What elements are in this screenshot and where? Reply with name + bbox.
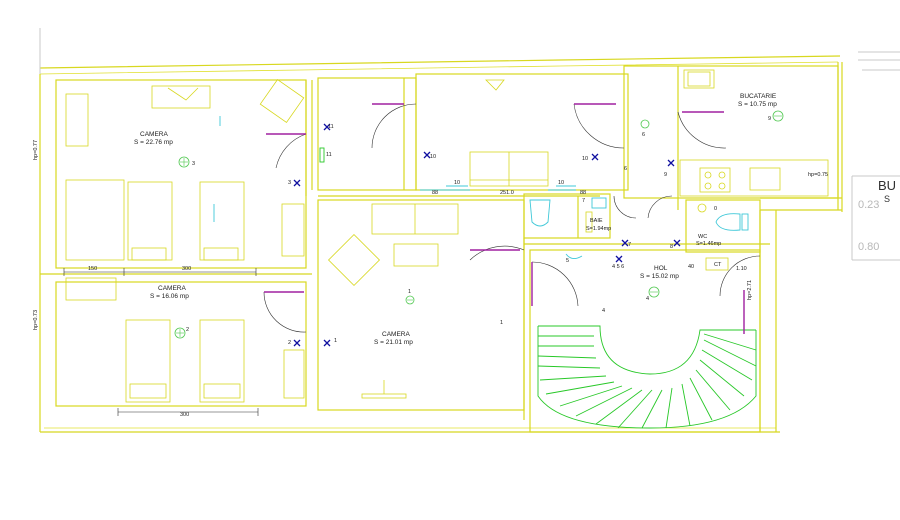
circuit-number: 3 [288,180,291,186]
room-area-bedroom-2: S = 16.06 mp [150,293,189,300]
lamp-icon [174,327,186,339]
room-name-hall: HOL [654,265,668,272]
dimension-text: hp=0.73 [33,310,39,330]
adjacent-labels: BU S 0.23 0.80 [858,178,896,253]
light-switches [293,123,681,347]
circuit-number: 9 [664,172,667,178]
lamp-icon [648,286,660,298]
room-area-wc: S=1.46mp [696,241,721,247]
dimension-labels: 150 300 300 88 251.0 88 10 10 40 CT 1.10… [33,140,828,418]
circuit-number: 1 [500,320,503,326]
circuit-number: 7 [582,198,585,204]
room-name-bedroom-1: CAMERA [140,131,168,138]
circuit-numbers: 3 2 1 6 9 4 11 11 10 10 3 2 1 1 4 7 4 5 … [186,116,771,346]
switch-icon [293,339,301,347]
lamp-icon [772,110,784,122]
room-name-wc: WC [698,234,707,240]
dimension-text: 88 [432,190,438,196]
dimension-text: hp=0.75 [808,172,828,178]
room-labels: CAMERA S = 22.76 mp CAMERA S = 16.06 mp … [134,93,777,346]
circuit-number: 5 [566,258,569,264]
dimension-text: 300 [180,412,189,418]
circuit-number: 4 [602,308,605,314]
room-area-hall: S = 15.02 mp [640,273,679,280]
circuit-number: 0 [714,206,717,212]
dimension-text: hp=0.77 [33,140,39,160]
circuit-number: 7 [628,242,631,248]
room-name-bath: BAIE [590,218,603,224]
switch-icon [667,159,675,167]
circuit-number: 3 [192,161,195,167]
door-thresholds [264,103,745,334]
dimension-text: 40 [688,264,694,270]
window-marks [213,116,576,222]
switch-icon [423,151,431,159]
room-area-bedroom-1: S = 22.76 mp [134,139,173,146]
furniture [65,69,829,429]
circuit-number: 11 [326,152,332,158]
dimension-text: 300 [182,266,191,272]
circuit-number: 6 [624,166,627,172]
interior-walls [40,65,839,433]
switch-icon [323,339,331,347]
lamp-icon [178,156,190,168]
dimension-text: 1.10 [736,266,747,272]
switch-icon [621,239,629,247]
exterior-walls [39,28,843,433]
circuit-number: 8 [670,244,673,250]
circuit-number: 10 [582,156,588,162]
adjacent-dimension: 0.80 [858,241,879,253]
dimension-text: 10 [558,180,564,186]
circuit-number: 10 [430,154,436,160]
switch-icon [323,123,331,131]
lamp-icon [640,119,650,129]
room-area-living: S = 21.01 mp [374,339,413,346]
dimension-lines [63,268,259,416]
lamp-icon [405,295,415,305]
dimension-text: 10 [454,180,460,186]
switch-icon [673,239,681,247]
circuit-number: 2 [288,340,291,346]
room-name-kitchen: BUCATARIE [740,93,777,100]
dimension-text: 150 [88,266,97,272]
doors [263,103,761,333]
adjacent-dimension: 0.23 [858,199,879,211]
dimension-text: 251.0 [500,190,514,196]
circuit-number: 4 [646,296,649,302]
circuit-number: 11 [328,124,334,130]
circuit-number: 9 [768,116,771,122]
room-name-living: CAMERA [382,331,410,338]
room-name-bedroom-2: CAMERA [158,285,186,292]
room-area-kitchen: S = 10.75 mp [738,101,777,108]
room-area-bath: S=1.94mp [586,226,611,232]
dimension-text: 88 [580,190,586,196]
circuit-number: 2 [186,327,189,333]
circuit-number: 1 [408,289,411,295]
ceiling-lamps [174,110,784,339]
circuit-number: 4 5 6 [612,264,624,270]
dimension-text: CT [714,262,722,268]
adjacent-building [851,51,900,261]
dimension-text: hp=2.71 [747,280,753,300]
switch-icon [615,255,623,263]
switch-icon [293,179,301,187]
switch-icon [591,153,599,161]
adjacent-room-label: BU [878,178,896,193]
adjacent-room-label: S [884,194,890,204]
circuit-number: 1 [334,338,337,344]
circuit-number: 6 [642,132,645,138]
